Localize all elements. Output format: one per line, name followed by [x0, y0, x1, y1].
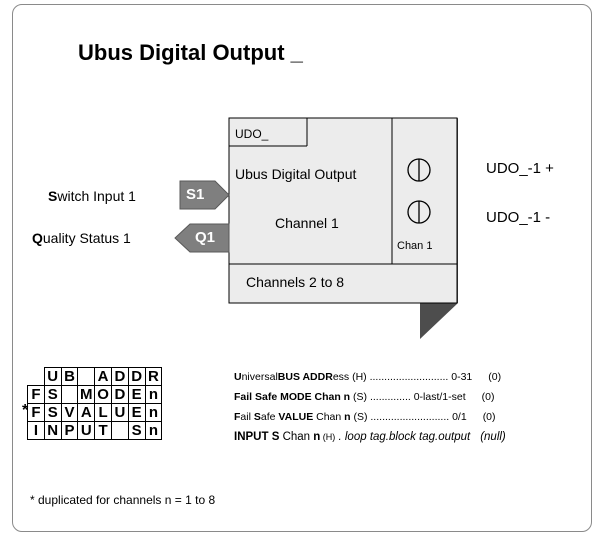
- more-channels: Channels 2 to 8: [246, 274, 345, 290]
- block-channel: Channel 1: [275, 215, 339, 231]
- output-minus-label: UDO_-1 -: [486, 209, 551, 226]
- footnote: * duplicated for channels n = 1 to 8: [30, 493, 216, 507]
- q1-pin-icon: [174, 223, 230, 253]
- param-desc-ubaddr: UniversalBUS ADDRess (H) ...............…: [234, 371, 502, 383]
- s1-pin-icon: [179, 180, 230, 210]
- diagram-frame: [12, 4, 592, 532]
- chan-label: Chan 1: [397, 240, 433, 252]
- q1-pin-label: Q1: [195, 229, 216, 246]
- quality-status-label: Quality Status 1: [32, 230, 131, 246]
- param-desc-fsmode: Fail Safe MODE Chan n (S) ..............…: [234, 391, 495, 403]
- param-desc-inputs: INPUT S Chan n (H) . loop tag.block tag.…: [234, 431, 506, 443]
- switch-input-label: Switch Input 1: [48, 188, 136, 204]
- output-plus-label: UDO_-1 +: [486, 160, 554, 177]
- param-desc-fsvalue: Fail Safe VALUE Chan n (S) .............…: [234, 411, 496, 423]
- s1-pin-label: S1: [186, 186, 205, 203]
- block-name: Ubus Digital Output: [235, 166, 357, 182]
- diagram-title: Ubus Digital Output _: [78, 40, 303, 65]
- duplicate-marker: *: [22, 402, 29, 419]
- block-tag: UDO_: [235, 127, 269, 141]
